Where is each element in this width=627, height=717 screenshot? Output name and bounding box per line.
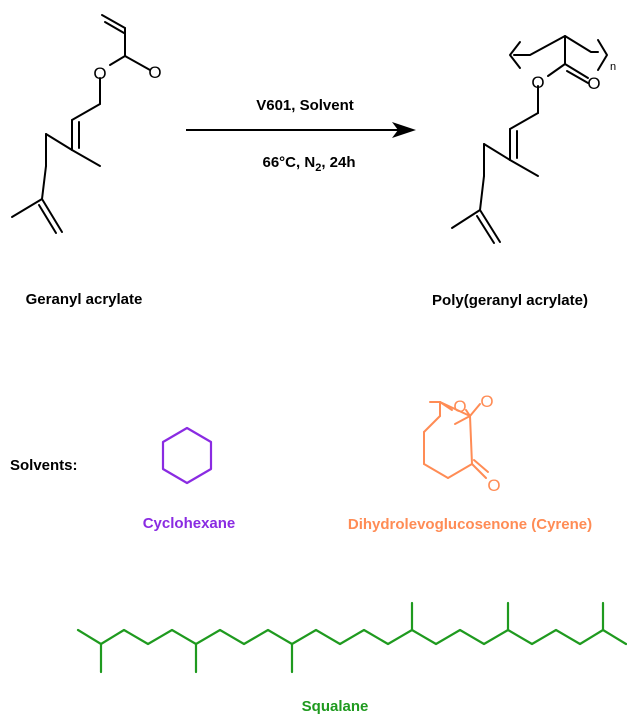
cyrene-structure [423, 401, 489, 479]
reaction-arrow [186, 122, 416, 138]
squalane-structure [76, 601, 627, 674]
product-ester-oxygen: O [531, 73, 544, 92]
squalane-name: Squalane [302, 698, 369, 715]
cyclohexane-structure [161, 426, 213, 485]
cyclohexane-name: Cyclohexane [143, 515, 236, 532]
cyrene-carbonyl-oxygen: O [487, 476, 500, 495]
solvents-heading: Solvents: [10, 457, 78, 474]
cyrene-name: Dihydrolevoglucosenone (Cyrene) [348, 516, 592, 533]
cyrene-bridge-oxygen-1: O [453, 397, 466, 416]
reactant-carbonyl-oxygen: O [148, 63, 161, 82]
conditions-label: 66°C, N2, 24h [262, 154, 355, 174]
cyrene-bridge-oxygen-2: O [480, 392, 493, 411]
poly-geranyl-acrylate-structure [451, 35, 608, 244]
product-carbonyl-oxygen: O [587, 74, 600, 93]
reagents-label: V601, Solvent [256, 97, 354, 114]
reactant-name: Geranyl acrylate [26, 291, 143, 308]
geranyl-acrylate-structure [11, 14, 151, 234]
product-name: Poly(geranyl acrylate) [432, 292, 588, 309]
reactant-ester-oxygen: O [93, 64, 106, 83]
repeat-unit-subscript: n [610, 61, 616, 73]
